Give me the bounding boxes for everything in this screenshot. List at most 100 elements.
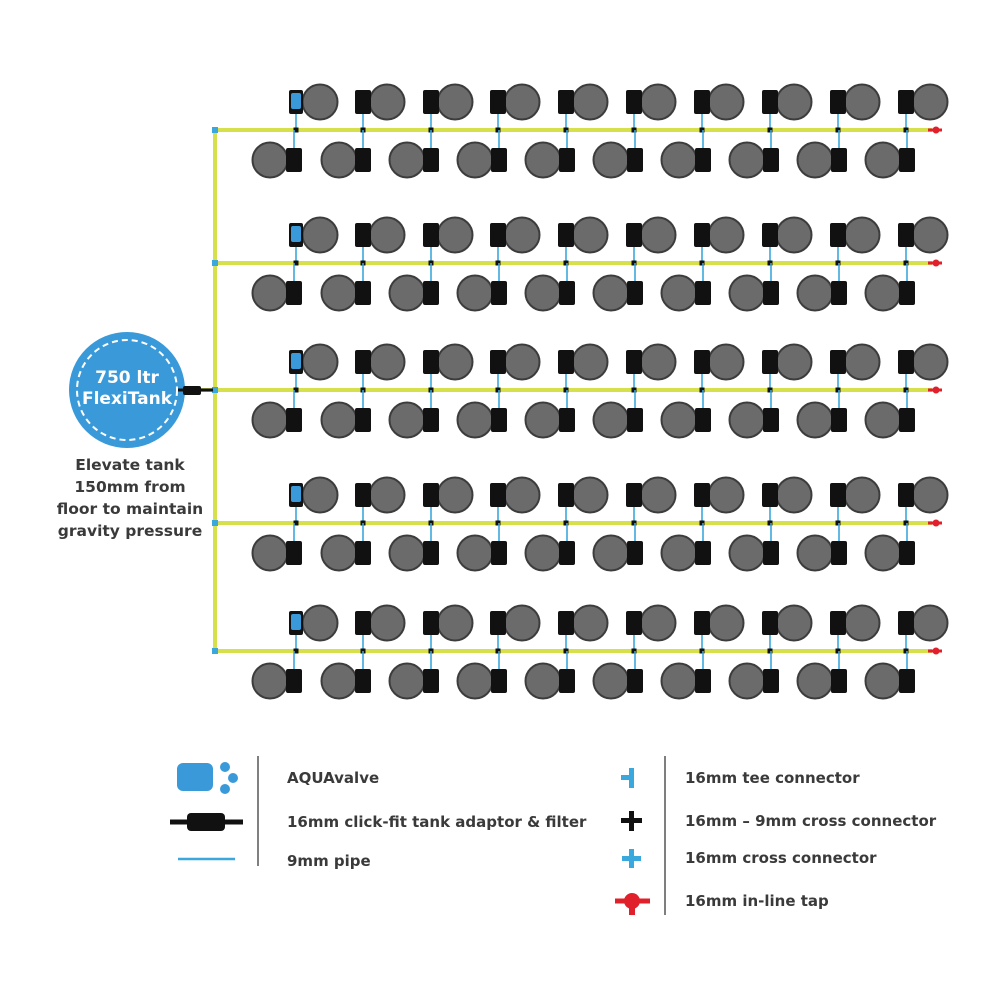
plant-pot: [524, 401, 562, 439]
plant-pot: [524, 534, 562, 572]
pot-lower: [251, 523, 302, 572]
aquavalve-icon: [898, 90, 914, 114]
inline-tap: [932, 259, 940, 267]
pot-lower: [251, 390, 302, 439]
tank-adaptor-filter-icon: [170, 813, 243, 831]
plant-pot: [775, 216, 813, 254]
plant-pot: [592, 534, 630, 572]
plant-pot: [368, 476, 406, 514]
aquavalve-icon: [695, 281, 711, 305]
aquavalve-icon: [898, 223, 914, 247]
pot-lower: [592, 523, 643, 572]
pot-lower: [320, 130, 371, 179]
plant-pot: [843, 476, 881, 514]
aquavalve-icon: [763, 281, 779, 305]
plant-pot: [301, 604, 339, 642]
pot-upper: [694, 216, 745, 266]
note-line-2: 150mm from: [74, 478, 185, 496]
plant-pot: [775, 343, 813, 381]
aquavalve-icon: [423, 281, 439, 305]
pot-lower: [524, 523, 575, 572]
pot-upper: [830, 216, 881, 266]
cross-connector-16-9: [699, 260, 705, 266]
plant-pot: [301, 83, 339, 121]
aquavalve-icon: [423, 223, 439, 247]
inline-tap: [932, 386, 940, 394]
aquavalve-icon: [694, 483, 710, 507]
cross-connector-16-9: [699, 127, 705, 133]
pot-upper: [694, 604, 745, 654]
aquavalve-icon: [559, 408, 575, 432]
plant-pot: [639, 216, 677, 254]
pot-upper: [355, 216, 406, 266]
plant-pot: [592, 401, 630, 439]
aquavalve-icon: [831, 148, 847, 172]
plant-pot: [796, 662, 834, 700]
plant-pot: [660, 662, 698, 700]
aquavalve-icon: [626, 223, 642, 247]
aquavalve-icon: [830, 90, 846, 114]
pot-lower: [864, 390, 915, 439]
pot-lower: [796, 130, 847, 179]
plant-pot: [911, 216, 949, 254]
aquavalve-icon: [355, 223, 371, 247]
cross-connector-16-9: [631, 260, 637, 266]
plant-pot: [660, 274, 698, 312]
plant-pot: [571, 476, 609, 514]
pot-upper: [694, 476, 745, 526]
cross-connector-16-9: [495, 387, 501, 393]
plant-pot: [388, 274, 426, 312]
aquavalve-icon: [695, 541, 711, 565]
legend-label-tee: 16mm tee connector: [685, 769, 860, 787]
plant-pot: [503, 216, 541, 254]
pot-lower: [251, 130, 302, 179]
pot-lower: [660, 390, 711, 439]
aquavalve-icon: [899, 408, 915, 432]
cross-connector-16: [212, 387, 218, 393]
plant-pot: [728, 274, 766, 312]
cross-connector-16-9: [563, 260, 569, 266]
aquavalve-icon: [490, 611, 506, 635]
plant-pot: [388, 662, 426, 700]
pot-lower: [592, 263, 643, 312]
plant-pot: [503, 343, 541, 381]
aquavalve-icon: [558, 223, 574, 247]
plant-pot: [436, 83, 474, 121]
plant-pot: [251, 534, 289, 572]
pot-upper: [355, 604, 406, 654]
cross-connector-16-9: [767, 387, 773, 393]
aquavalve-icon: [286, 281, 302, 305]
pot-upper: [762, 216, 813, 266]
aquavalve-icon: [355, 541, 371, 565]
cross-connector-16-9: [835, 387, 841, 393]
pot-upper: [423, 83, 474, 133]
plant-pot: [707, 604, 745, 642]
cross-connector-16-9: [293, 127, 299, 133]
plant-pot: [864, 274, 902, 312]
aquavalve-icon: [627, 541, 643, 565]
aquavalve-icon: [694, 611, 710, 635]
plant-pot: [301, 476, 339, 514]
pot-upper: [289, 604, 339, 654]
pot-upper: [898, 216, 949, 266]
aquavalve-icon: [627, 408, 643, 432]
cross-connector-16-9: [293, 260, 299, 266]
aquavalve-icon: [762, 223, 778, 247]
tee-connector: [212, 127, 218, 133]
plant-pot: [301, 216, 339, 254]
aquavalve-icon: [762, 611, 778, 635]
aquavalve-icon: [423, 483, 439, 507]
cross-connector-16: [212, 520, 218, 526]
plant-pot: [592, 662, 630, 700]
cross-connector-16-9: [767, 520, 773, 526]
plant-pot: [368, 343, 406, 381]
pot-lower: [592, 651, 643, 700]
pot-upper: [762, 343, 813, 393]
aquavalve-icon: [490, 483, 506, 507]
cross-connector-16-9: [903, 520, 909, 526]
cross-connector-16-9: [903, 260, 909, 266]
plant-pot: [728, 534, 766, 572]
cross-connector-16-icon: [622, 849, 641, 868]
plant-pot: [251, 401, 289, 439]
pot-upper: [830, 604, 881, 654]
